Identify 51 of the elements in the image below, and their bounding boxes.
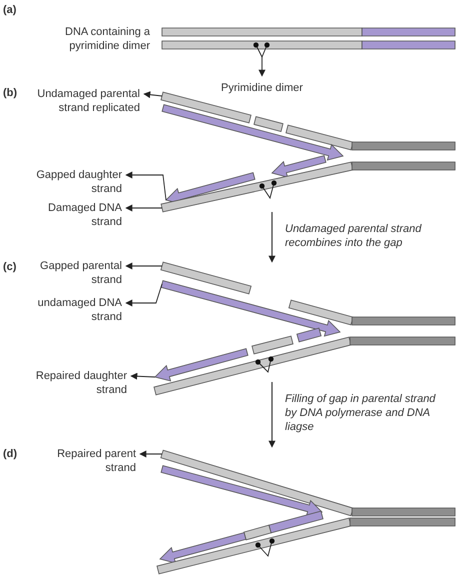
leader-line bbox=[125, 204, 162, 212]
new-dna-strand bbox=[162, 104, 344, 161]
new-dna-strand bbox=[159, 532, 246, 564]
new-dna-strand bbox=[271, 155, 326, 178]
leader-line bbox=[130, 372, 156, 380]
dna-strand bbox=[352, 142, 456, 150]
dna-strand bbox=[362, 28, 456, 36]
leader-line bbox=[258, 56, 266, 77]
strand-label: Repaired parent strand bbox=[54, 447, 136, 475]
dna-strand bbox=[162, 28, 362, 36]
leader-line bbox=[125, 262, 162, 270]
new-dna-strand bbox=[154, 348, 248, 382]
dna-strand bbox=[160, 162, 354, 212]
dna-strand bbox=[162, 40, 362, 50]
step-note: Filling of gap in parental strand by DNA polymerase and DNA liagse bbox=[285, 392, 437, 434]
dna-strand bbox=[352, 162, 456, 170]
dna-strand bbox=[156, 518, 352, 574]
dna-strand bbox=[352, 316, 456, 326]
strand-label: Pyrimidine dimer bbox=[210, 81, 314, 95]
dna-strand bbox=[268, 510, 324, 534]
leader-line bbox=[139, 450, 162, 458]
dna-strand bbox=[362, 40, 456, 50]
dna-strand bbox=[288, 300, 354, 326]
dna-strand bbox=[154, 336, 352, 396]
panel-label: (b) bbox=[3, 86, 18, 100]
dna-strand bbox=[296, 328, 322, 342]
leader-line bbox=[125, 172, 166, 200]
panel-label: (d) bbox=[3, 447, 18, 461]
new-dna-strand bbox=[160, 280, 341, 337]
step-note: Undamaged parental strand recombines into the gap bbox=[285, 222, 423, 250]
leader-line bbox=[143, 91, 162, 98]
strand-label: Gapped parental strand bbox=[22, 259, 122, 287]
leader-line bbox=[125, 284, 162, 306]
pyrimidine-dimer-icon bbox=[253, 42, 270, 58]
dna-strand bbox=[160, 262, 252, 294]
dna-strand bbox=[286, 124, 354, 150]
dna-strand bbox=[160, 450, 354, 516]
strand-label: Gapped daughter strand bbox=[22, 168, 122, 196]
dna-strand bbox=[243, 524, 272, 540]
strand-label: undamaged DNA strand bbox=[22, 296, 122, 324]
dna-strand bbox=[160, 92, 252, 124]
panel-label: (a) bbox=[3, 3, 16, 17]
dna-strand bbox=[254, 116, 284, 132]
dna-strand bbox=[350, 518, 456, 526]
dna-strand bbox=[352, 508, 456, 516]
strand-label: Repaired daughter strand bbox=[12, 369, 127, 397]
strand-label: Damaged DNA strand bbox=[22, 201, 122, 229]
strand-label: Undamaged parental strand replicated bbox=[20, 87, 140, 115]
dna-strand bbox=[350, 336, 456, 346]
sample-label: DNA containing a pyrimidine dimer bbox=[64, 25, 150, 53]
panel-label: (c) bbox=[3, 260, 16, 274]
